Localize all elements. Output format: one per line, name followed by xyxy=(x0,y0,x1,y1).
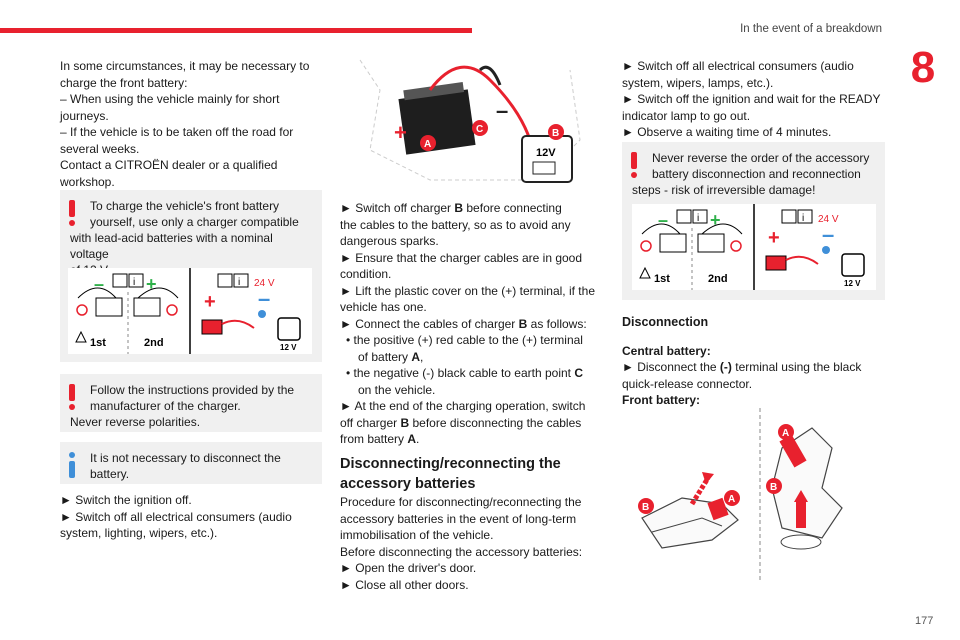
label-1st: 1st xyxy=(90,337,106,349)
charger-illustration-svg: 12V + – A C B xyxy=(359,59,581,183)
callout-b xyxy=(548,124,564,140)
callout-b xyxy=(766,478,782,494)
middle-body: Procedure for disconnecting/reconnecting… xyxy=(340,495,583,592)
left-steps: ► Switch the ignition off. ► Switch off … xyxy=(60,493,292,540)
svg-text:1st: 1st xyxy=(654,273,670,285)
warning-text: To charge the vehicle's front battery yo… xyxy=(70,199,299,277)
label-2nd: 2nd xyxy=(144,337,164,349)
left-intro: In some circumstances, it may be necessa… xyxy=(60,59,310,189)
svg-text:+: + xyxy=(768,227,780,249)
svg-text:B: B xyxy=(552,128,559,139)
svg-text:+: + xyxy=(710,210,721,230)
callout-a xyxy=(778,424,794,440)
reconnection-diagram: – + i 1st 2nd i 24 V + – 12 V xyxy=(632,204,876,290)
svg-text:C: C xyxy=(476,124,483,135)
svg-text:i: i xyxy=(697,213,699,224)
disconnection-section: Disconnection Central battery: ► Disconn… xyxy=(622,314,890,409)
section-title: In the event of a breakdown xyxy=(740,23,882,35)
svg-text:A: A xyxy=(728,494,735,505)
front-battery-label: Front battery: xyxy=(622,393,700,407)
svg-text:i: i xyxy=(238,277,240,288)
warning-icon xyxy=(631,152,637,178)
info-box: It is not necessary to disconnect the ba… xyxy=(60,442,322,484)
warning-icon xyxy=(69,384,75,410)
disconnection-heading: Disconnection xyxy=(622,315,709,329)
svg-text:–: – xyxy=(822,222,834,247)
svg-text:24 V: 24 V xyxy=(818,214,839,225)
page-number: 177 xyxy=(915,615,934,627)
svg-text:+: + xyxy=(146,274,157,294)
label-12v: 12 V xyxy=(280,343,297,352)
central-battery-label: Central battery: xyxy=(622,343,711,358)
connector-illustration-svg: A B A B xyxy=(638,408,843,580)
svg-text:A: A xyxy=(424,139,431,150)
warning-icon xyxy=(69,200,75,226)
svg-text:A: A xyxy=(782,428,789,439)
chapter-number: 8 xyxy=(910,43,936,92)
middle-heading: Disconnecting/reconnecting the accessory… xyxy=(340,456,561,492)
svg-text:–: – xyxy=(258,286,270,311)
svg-text:i: i xyxy=(133,277,135,288)
svg-text:12 V: 12 V xyxy=(844,279,861,288)
warning-box-polarity: Follow the instructions provided by the … xyxy=(60,374,322,432)
callout-a xyxy=(724,490,740,506)
header-accent-bar xyxy=(0,28,472,33)
warning-box-charger: To charge the vehicle's front battery yo… xyxy=(60,190,322,362)
label-12v-charger: 12V xyxy=(536,147,556,159)
svg-text:i: i xyxy=(802,213,804,224)
callout-c xyxy=(472,120,488,136)
info-icon xyxy=(69,452,75,478)
charging-diagram-svg: – + i 1st 2nd i 24 V + – 12 xyxy=(75,268,301,354)
callout-a xyxy=(420,135,436,151)
middle-steps: ► Switch off charger B before connecting… xyxy=(340,201,595,446)
charger-connection-illustration: 12V + – A C B xyxy=(340,50,602,190)
warning-box-order: Never reverse the order of the accessory… xyxy=(622,142,885,300)
front-battery-connector-illustration: A B A B xyxy=(622,408,890,580)
svg-text:–: – xyxy=(94,274,104,294)
charging-diagram: – + i 1st 2nd i 24 V + – 12 xyxy=(68,268,312,354)
svg-text:–: – xyxy=(658,210,668,230)
svg-text:B: B xyxy=(642,502,649,513)
svg-text:–: – xyxy=(496,98,508,123)
svg-text:+: + xyxy=(394,120,407,145)
label-24v: 24 V xyxy=(254,278,275,289)
svg-text:B: B xyxy=(770,482,777,493)
svg-text:+: + xyxy=(204,291,216,313)
reconnection-diagram-svg: – + i 1st 2nd i 24 V + – 12 V xyxy=(639,204,865,290)
callout-b xyxy=(638,498,654,514)
right-steps: ► Switch off all electrical consumers (a… xyxy=(622,59,881,139)
svg-text:2nd: 2nd xyxy=(708,273,728,285)
